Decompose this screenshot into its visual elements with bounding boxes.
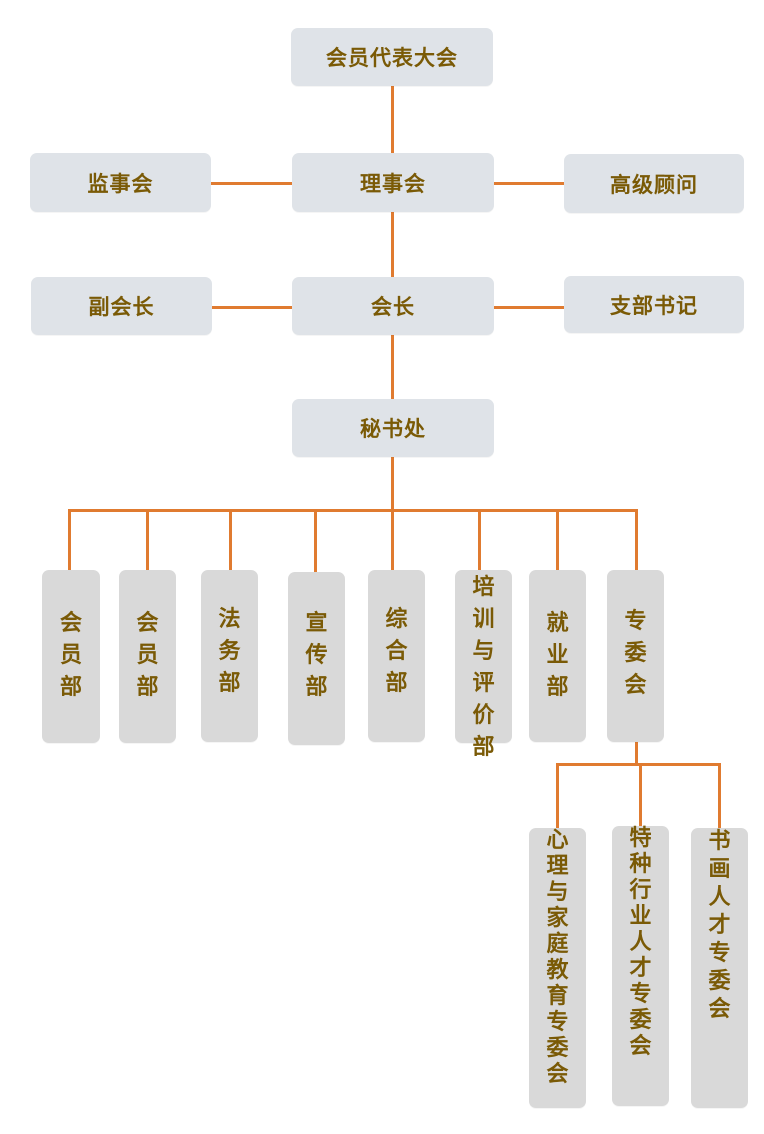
node-president: 会长 xyxy=(292,277,494,335)
connector-line xyxy=(391,509,394,570)
department-label: 宣传部 xyxy=(305,611,328,700)
connector-line xyxy=(68,509,638,512)
department-label: 专委会 xyxy=(624,609,647,698)
connector-line xyxy=(211,182,292,185)
committee-box: 心理与家庭教育专委会 xyxy=(529,828,586,1108)
node-council: 理事会 xyxy=(292,153,494,212)
connector-line xyxy=(494,182,564,185)
node-party-secretary: 支部书记 xyxy=(564,276,744,333)
department-box: 法务部 xyxy=(201,570,258,742)
department-box: 就业部 xyxy=(529,570,586,742)
department-label: 综合部 xyxy=(385,607,408,696)
connector-line xyxy=(211,306,292,309)
department-box: 会员部 xyxy=(42,570,100,743)
connector-line xyxy=(635,509,638,570)
committee-box: 书画人才专委会 xyxy=(691,828,748,1108)
connector-line xyxy=(494,306,564,309)
committee-label: 心理与家庭教育专委会 xyxy=(546,828,569,1087)
department-box: 综合部 xyxy=(368,570,425,742)
department-label: 培训与评价部 xyxy=(472,575,495,760)
node-label: 秘书处 xyxy=(360,417,426,441)
connector-line xyxy=(718,763,721,828)
connector-line xyxy=(146,509,149,570)
node-secretariat: 秘书处 xyxy=(292,399,494,457)
node-label: 会长 xyxy=(371,295,415,319)
department-label: 会员部 xyxy=(59,611,82,700)
node-vice-president: 副会长 xyxy=(31,277,212,335)
node-label: 高级顾问 xyxy=(610,172,698,197)
node-supervisors: 监事会 xyxy=(30,153,211,212)
node-label: 理事会 xyxy=(360,171,426,196)
committee-label: 特种行业人才专委会 xyxy=(629,826,652,1059)
department-box: 会员部 xyxy=(119,570,176,743)
node-label: 会员代表大会 xyxy=(326,46,458,70)
department-label: 会员部 xyxy=(136,611,159,700)
node-label: 监事会 xyxy=(87,171,154,196)
connector-line xyxy=(229,509,232,570)
connector-line xyxy=(556,509,559,570)
connector-line xyxy=(639,763,642,826)
node-label: 副会长 xyxy=(88,295,155,319)
committee-label: 书画人才专委会 xyxy=(708,829,731,1022)
connector-line xyxy=(556,763,721,766)
department-box: 培训与评价部 xyxy=(455,570,512,760)
connector-line xyxy=(391,457,394,512)
department-label: 就业部 xyxy=(546,611,569,700)
department-box: 专委会 xyxy=(607,570,664,742)
node-advisor: 高级顾问 xyxy=(564,154,744,213)
connector-line xyxy=(556,763,559,828)
node-label: 支部书记 xyxy=(610,293,698,318)
connector-line xyxy=(391,335,394,399)
connector-line xyxy=(478,509,481,570)
node-assembly: 会员代表大会 xyxy=(291,28,493,86)
committee-box: 特种行业人才专委会 xyxy=(612,826,669,1106)
connector-line xyxy=(314,509,317,572)
connector-line xyxy=(391,212,394,278)
connector-line xyxy=(635,742,638,765)
department-box: 宣传部 xyxy=(288,572,345,745)
connector-line xyxy=(68,509,71,570)
connector-line xyxy=(391,86,394,154)
department-label: 法务部 xyxy=(218,607,241,696)
